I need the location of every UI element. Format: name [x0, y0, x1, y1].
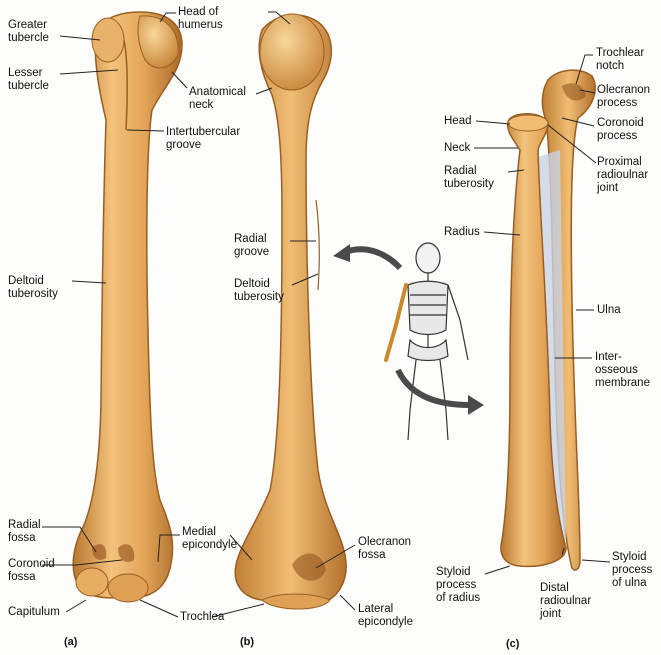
trochlea-posterior-shape [262, 594, 330, 609]
label-distal-radioulnar-joint: Distal radioulnar joint [540, 582, 591, 621]
label-styloid-process-of-radius: Styloid process of radius [436, 566, 480, 605]
label-intertubercular-groove: Intertubercular groove [166, 126, 240, 152]
leader-trochlea [140, 600, 178, 617]
label-trochlear-notch: Trochlear notch [596, 47, 644, 73]
leader-head [476, 121, 510, 124]
label-head: Head [444, 115, 472, 128]
label-head-of-humerus: Head of humerus [178, 6, 223, 32]
label-capitulum: Capitulum [8, 606, 60, 619]
humerus-anterior [73, 12, 182, 602]
leader-anatomical-neck [172, 72, 187, 88]
leader-capitulum [66, 600, 86, 612]
arrow-to-humerus [345, 249, 400, 268]
label-interosseous-membrane: Inter- osseous membrane [595, 351, 650, 390]
label-trochlea: Trochlea [180, 611, 224, 624]
leader-styloid-process-of-ulna [582, 560, 610, 562]
radius-head-shape [508, 115, 548, 131]
label-radius: Radius [444, 226, 480, 239]
humerus-posterior [235, 14, 346, 609]
label-ulna: Ulna [597, 304, 621, 317]
label-styloid-process-of-ulna: Styloid process of ulna [612, 551, 652, 590]
label-coronoid-process: Coronoid process [597, 117, 644, 143]
arrow-to-forearm [398, 370, 470, 405]
label-coronoid-fossa: Coronoid fossa [8, 558, 55, 584]
highlighted-arm [386, 285, 406, 360]
leader-lateral-epicondyle [340, 595, 355, 610]
label-lateral-epicondyle: Lateral epicondyle [358, 603, 413, 629]
panel-label-c: (c) [506, 638, 519, 650]
capitulum-shape [76, 568, 108, 596]
label-deltoid-tuberosity-b: Deltoid tuberosity [234, 278, 284, 304]
label-radial-fossa: Radial fossa [8, 519, 41, 545]
arrow-to-forearm-head [468, 395, 484, 415]
panel-label-a: (a) [64, 636, 77, 648]
arrow-to-humerus-head [333, 244, 350, 262]
trochlea-shape [108, 574, 148, 602]
leader-deltoid-tuberosity-a [72, 281, 106, 283]
panel-label-b: (b) [240, 636, 254, 648]
label-anatomical-neck: Anatomical neck [189, 86, 246, 112]
label-proximal-radioulnar-joint: Proximal radioulnar joint [597, 156, 648, 195]
label-lesser-tubercle: Lesser tubercle [8, 67, 49, 93]
leader-styloid-process-of-radius [485, 566, 510, 574]
label-deltoid-tuberosity-a: Deltoid tuberosity [8, 275, 58, 301]
label-radial-tuberosity: Radial tuberosity [444, 165, 494, 191]
label-neck: Neck [444, 142, 470, 155]
label-olecranon-process: Olecranon process [597, 84, 650, 110]
head-posterior-shape [260, 14, 324, 90]
skeleton-icon [408, 243, 468, 440]
label-radial-groove: Radial groove [234, 233, 269, 259]
label-greater-tubercle: Greater tubercle [8, 19, 49, 45]
forearm-bones [501, 70, 595, 570]
humerus-posterior-shaft [235, 15, 346, 606]
label-medial-epicondyle: Medial epicondyle [182, 526, 237, 552]
label-olecranon-fossa: Olecranon fossa [358, 536, 411, 562]
radial-groove-shape [316, 200, 319, 290]
